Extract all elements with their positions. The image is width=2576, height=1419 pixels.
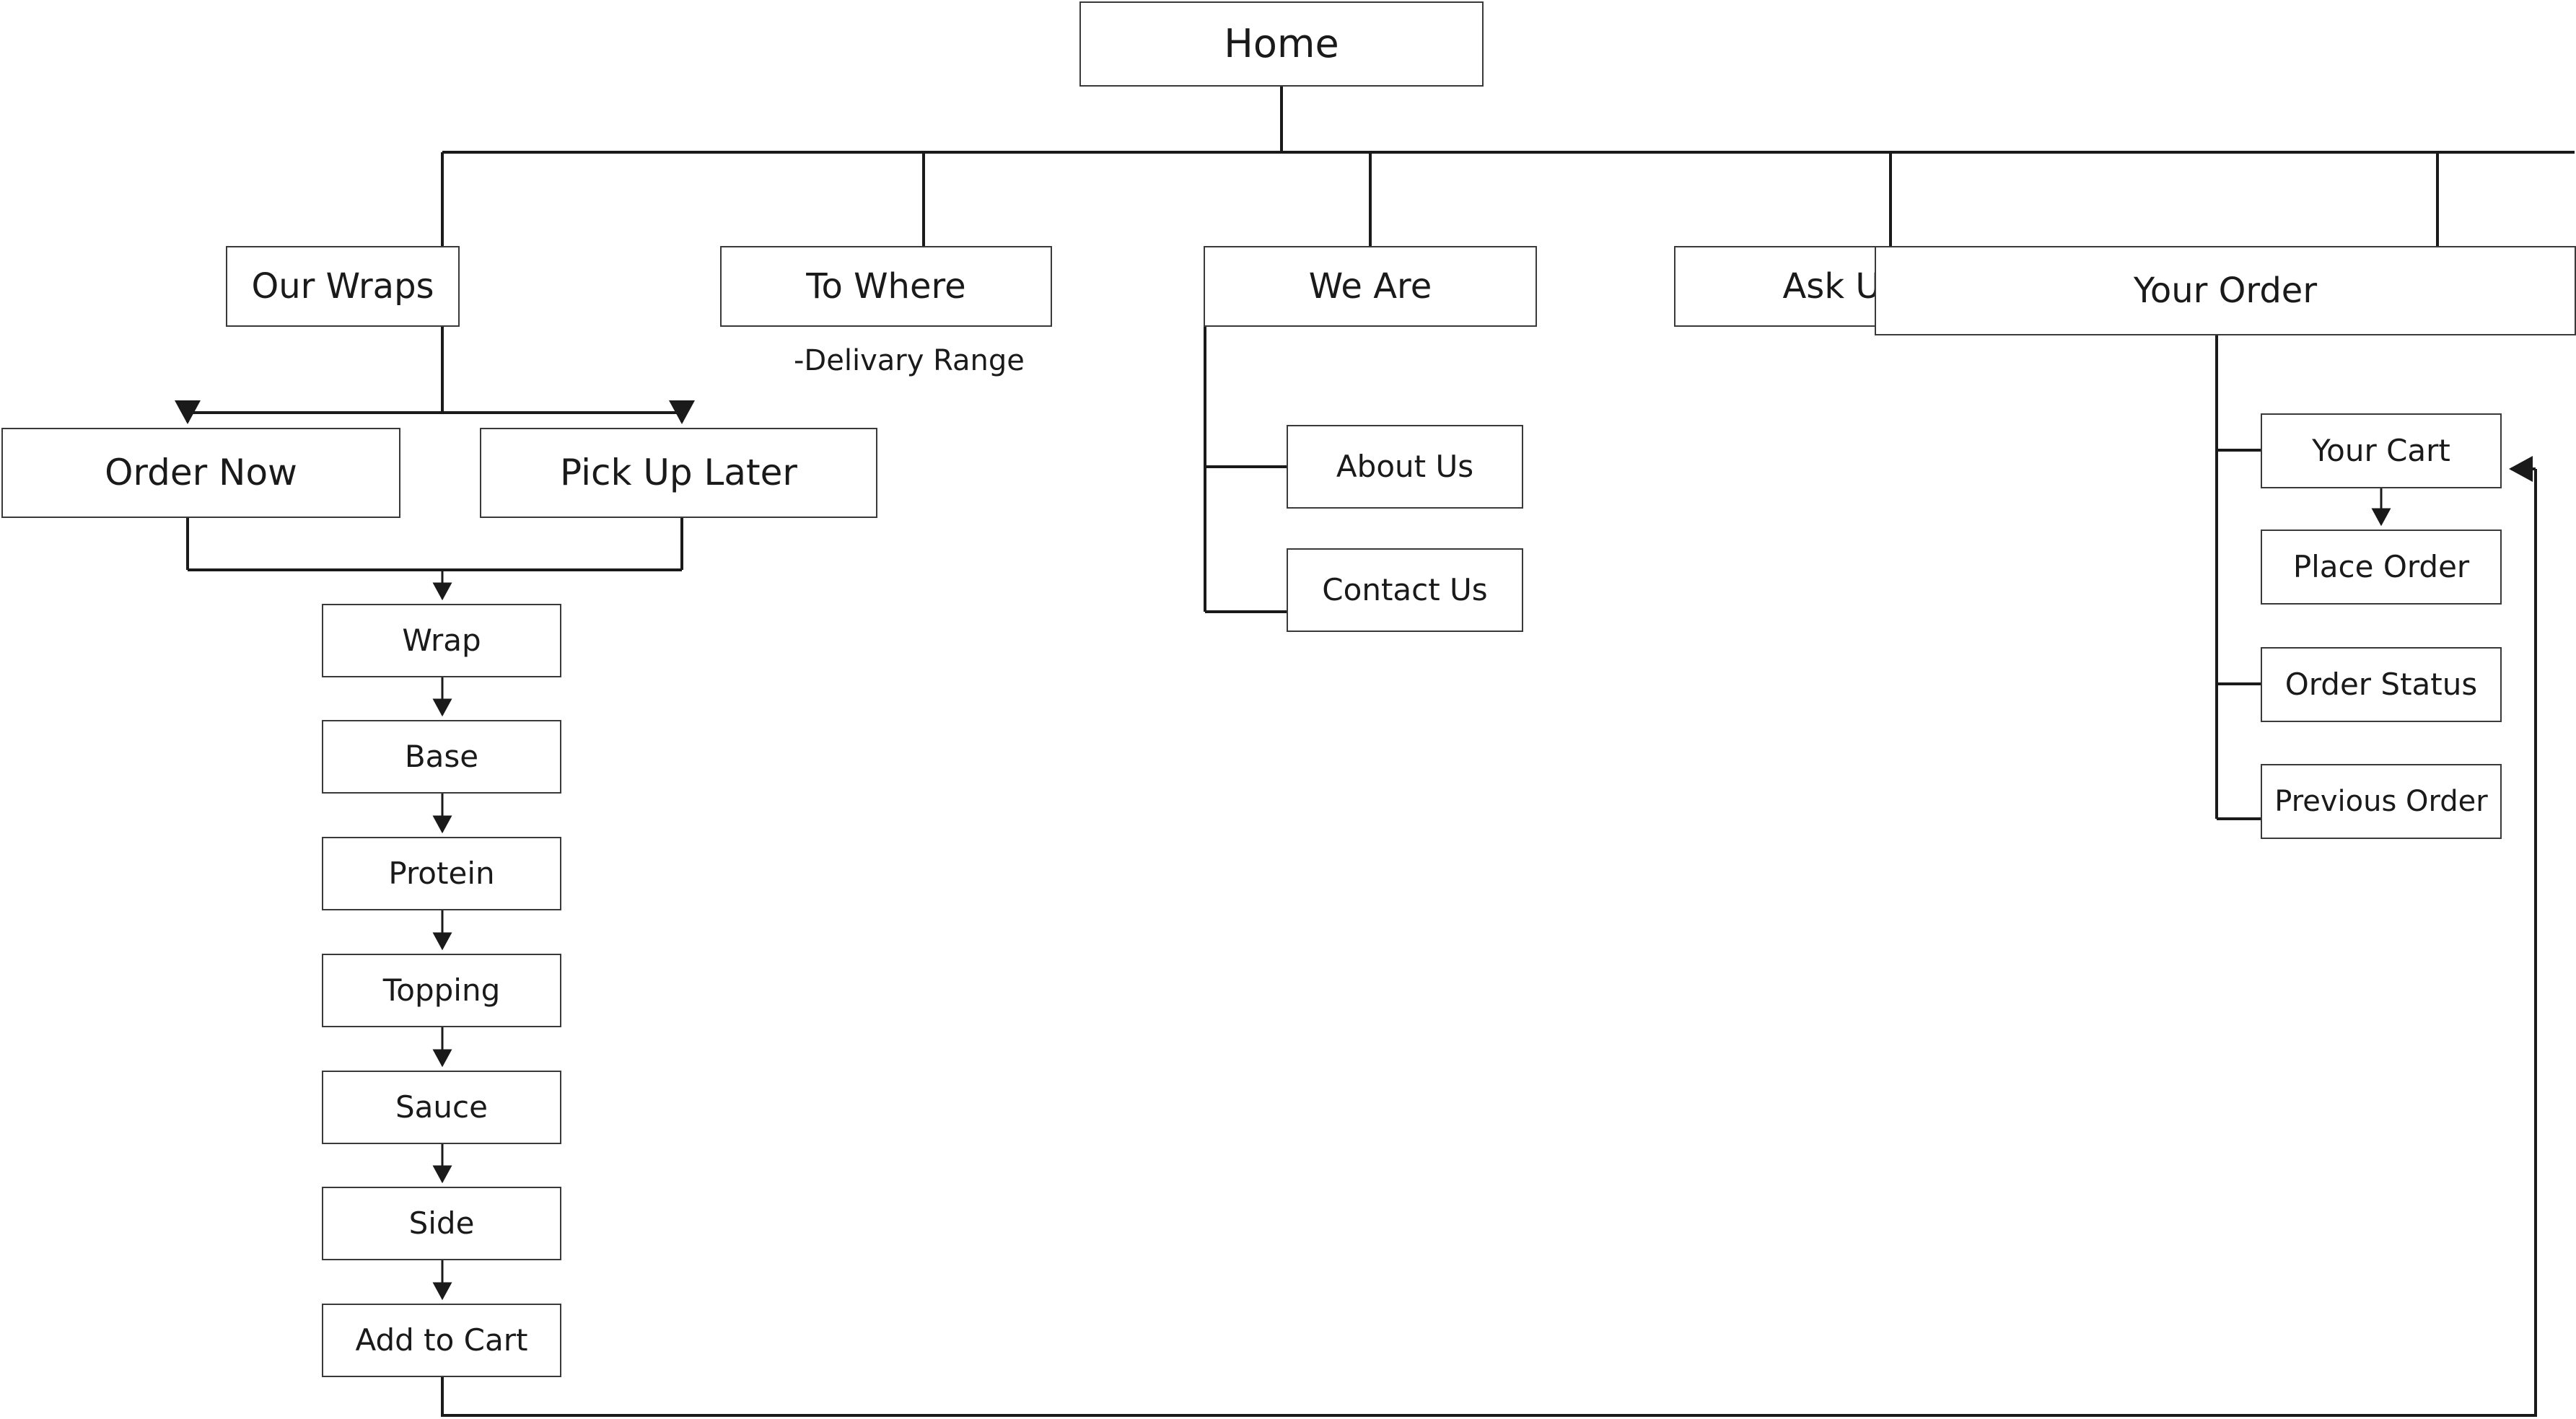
node-about-us[interactable]: About Us	[1287, 425, 1523, 509]
node-order-now-label: Order Now	[105, 452, 297, 493]
node-sauce-label: Sauce	[395, 1089, 488, 1125]
node-your-cart[interactable]: Your Cart	[2261, 413, 2502, 488]
node-home[interactable]: Home	[1079, 1, 1484, 87]
node-wrap-label: Wrap	[402, 622, 481, 658]
node-to-where[interactable]: To Where	[720, 246, 1052, 327]
node-sauce[interactable]: Sauce	[322, 1071, 561, 1144]
node-contact-us-label: Contact Us	[1322, 571, 1488, 607]
node-we-are[interactable]: We Are	[1204, 246, 1537, 327]
node-topping[interactable]: Topping	[322, 954, 561, 1027]
node-add-to-cart-label: Add to Cart	[355, 1322, 528, 1358]
node-contact-us[interactable]: Contact Us	[1287, 548, 1523, 632]
node-add-to-cart[interactable]: Add to Cart	[322, 1304, 561, 1377]
node-protein[interactable]: Protein	[322, 837, 561, 910]
node-your-order-label: Your Order	[2133, 270, 2318, 311]
node-your-cart-label: Your Cart	[2312, 432, 2450, 468]
node-your-order[interactable]: Your Order	[1875, 246, 2576, 335]
node-base[interactable]: Base	[322, 720, 561, 794]
node-protein-label: Protein	[388, 855, 495, 891]
node-our-wraps-label: Our Wraps	[251, 265, 434, 307]
node-order-now[interactable]: Order Now	[1, 428, 400, 518]
node-to-where-label: To Where	[806, 265, 966, 307]
node-previous-order-label: Previous Order	[2274, 785, 2488, 818]
node-base-label: Base	[404, 738, 479, 774]
node-we-are-label: We Are	[1308, 265, 1432, 307]
node-pick-up-later[interactable]: Pick Up Later	[480, 428, 877, 518]
node-topping-label: Topping	[382, 972, 501, 1008]
node-place-order[interactable]: Place Order	[2261, 530, 2502, 605]
node-wrap[interactable]: Wrap	[322, 604, 561, 677]
node-side-label: Side	[408, 1205, 475, 1241]
node-previous-order[interactable]: Previous Order	[2261, 764, 2502, 839]
node-order-status[interactable]: Order Status	[2261, 647, 2502, 722]
node-pick-up-later-label: Pick Up Later	[560, 452, 797, 493]
delivery-range-note: -Delivary Range	[794, 344, 1025, 377]
node-our-wraps[interactable]: Our Wraps	[226, 246, 460, 327]
node-about-us-label: About Us	[1336, 448, 1474, 484]
node-place-order-label: Place Order	[2292, 548, 2470, 584]
node-home-label: Home	[1224, 21, 1339, 67]
node-side[interactable]: Side	[322, 1187, 561, 1260]
node-order-status-label: Order Status	[2284, 666, 2478, 702]
